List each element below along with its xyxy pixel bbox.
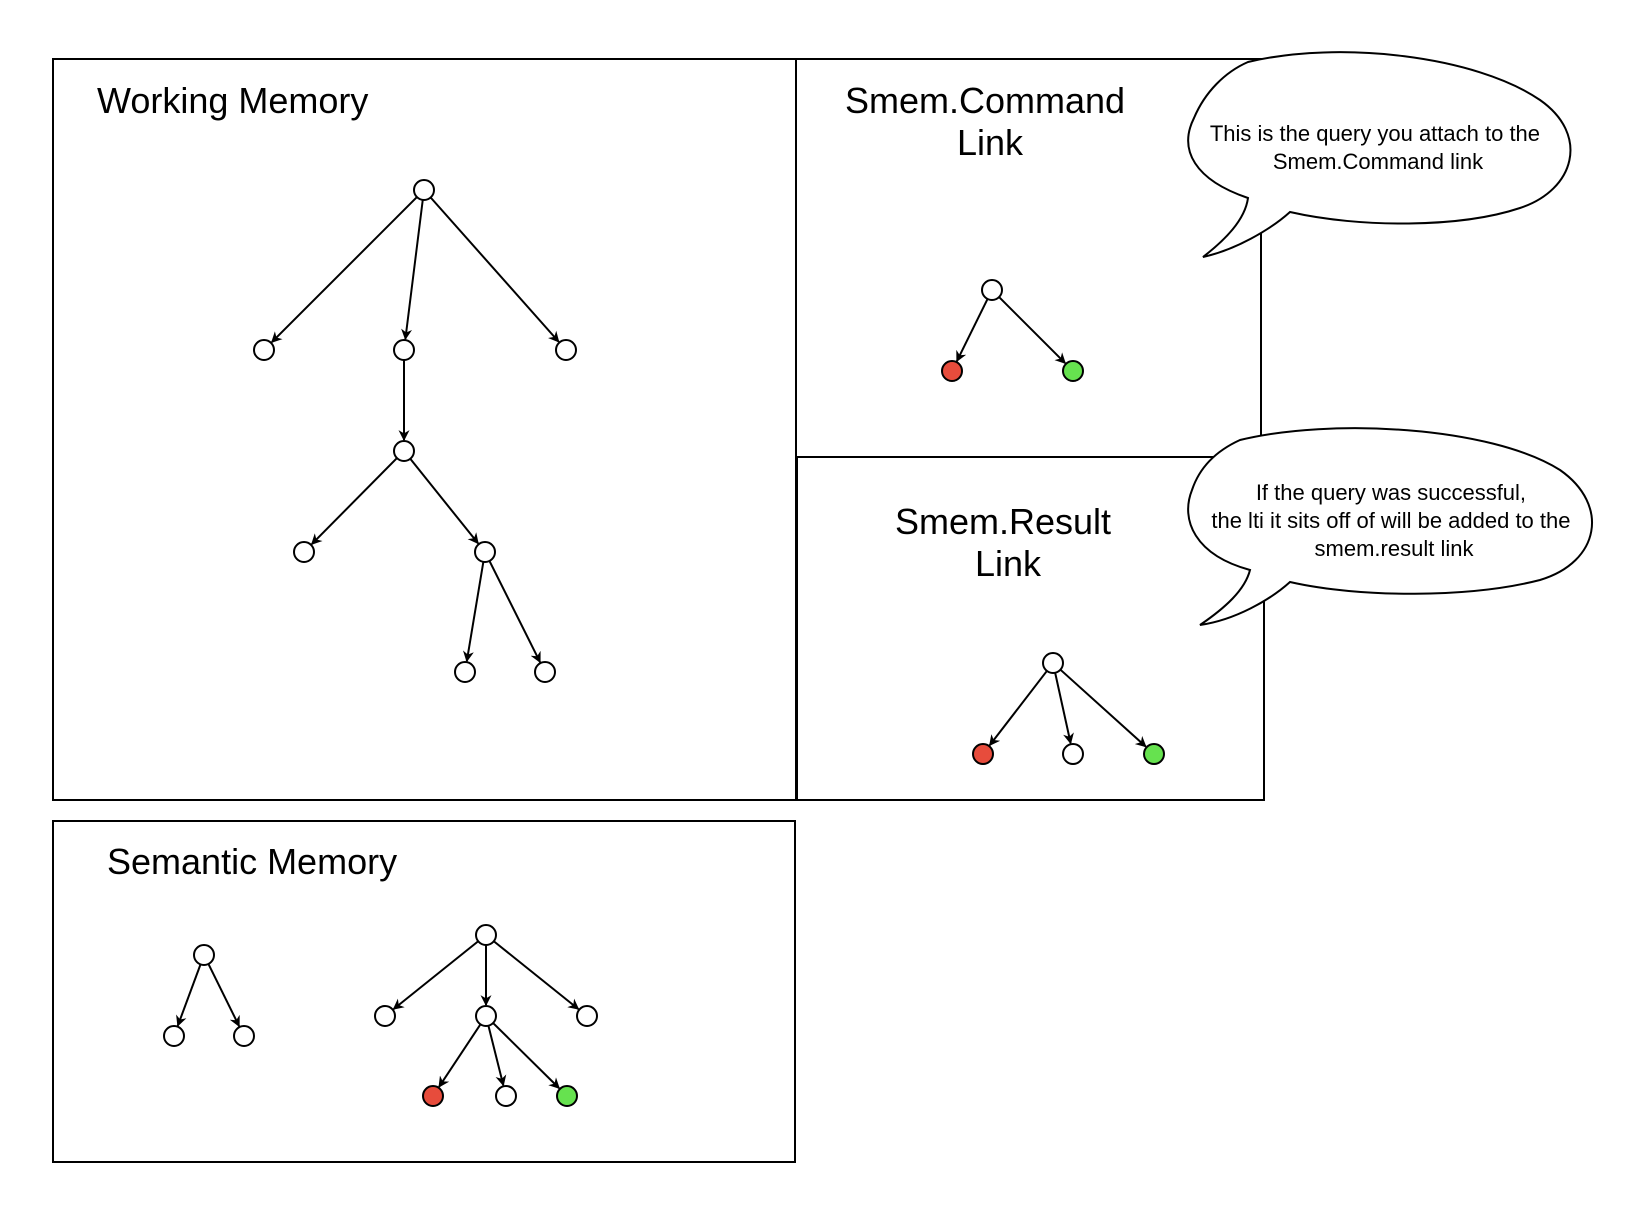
wm-node-c — [393, 339, 415, 361]
res-node-d — [1143, 743, 1165, 765]
sm1-edge-a-b — [176, 964, 202, 1027]
sm2-node-g — [556, 1085, 578, 1107]
result-callout-bubble — [1187, 427, 1594, 626]
wm-edge-a-c — [401, 199, 424, 341]
wm-node-d — [555, 339, 577, 361]
sm2-edge-c-f — [487, 1025, 507, 1087]
wm-node-g — [474, 541, 496, 563]
res-edge-a-b — [988, 670, 1048, 747]
res-node-a — [1042, 652, 1064, 674]
wm-node-h — [454, 661, 476, 683]
wm-edge-a-b — [271, 196, 418, 343]
sm2-edge-c-e — [438, 1023, 482, 1088]
sm1-node-c — [233, 1025, 255, 1047]
wm-edge-g-i — [488, 560, 541, 664]
cmd-edge-a-c — [998, 296, 1066, 364]
command-callout-bubble — [1187, 51, 1572, 258]
wm-node-a — [413, 179, 435, 201]
sm2-edge-a-d — [493, 940, 580, 1010]
sm2-edge-a-b — [392, 940, 479, 1010]
sm2-node-a — [475, 924, 497, 946]
smem-result-title: Smem.Result Link — [895, 501, 1121, 584]
command-callout-text: This is the query you attach to the Smem… — [1210, 121, 1546, 174]
result-callout: If the query was successful, the lti it … — [1187, 427, 1594, 626]
sm2-node-b — [374, 1005, 396, 1027]
sm2-node-c — [475, 1005, 497, 1027]
sm2-node-d — [576, 1005, 598, 1027]
working-memory-panel: Working Memory — [52, 58, 797, 801]
sm1-node-a — [193, 944, 215, 966]
graph-edges — [176, 196, 1147, 1090]
sm2-node-e — [422, 1085, 444, 1107]
semantic-memory-panel: Semantic Memory — [52, 820, 796, 1163]
wm-edge-e-f — [310, 457, 398, 545]
res-edge-a-d — [1059, 668, 1147, 748]
wm-edge-a-d — [429, 196, 560, 343]
wm-edge-g-h — [463, 561, 485, 663]
wm-node-b — [253, 339, 275, 361]
graph-nodes — [163, 179, 1165, 1107]
smem-command-title: Smem.Command Link — [845, 80, 1135, 163]
wm-node-i — [534, 661, 556, 683]
cmd-edge-a-b — [955, 298, 989, 363]
working-memory-title: Working Memory — [97, 80, 368, 121]
smem-command-panel: Smem.Command Link — [795, 58, 1262, 458]
wm-node-f — [293, 541, 315, 563]
smem-result-panel: Smem.Result Link — [796, 456, 1265, 801]
result-callout-text: If the query was successful, the lti it … — [1211, 480, 1576, 561]
command-callout: This is the query you attach to the Smem… — [1187, 51, 1572, 258]
sm1-edge-a-c — [207, 963, 241, 1028]
res-edge-a-c — [1054, 672, 1074, 745]
semantic-memory-title: Semantic Memory — [107, 841, 397, 882]
wm-node-e — [393, 440, 415, 462]
sm2-edge-c-g — [492, 1022, 560, 1090]
sm2-node-f — [495, 1085, 517, 1107]
cmd-node-c — [1062, 360, 1084, 382]
res-node-b — [972, 743, 994, 765]
res-node-c — [1062, 743, 1084, 765]
cmd-node-b — [941, 360, 963, 382]
wm-edge-e-g — [409, 458, 479, 545]
cmd-node-a — [981, 279, 1003, 301]
sm1-node-b — [163, 1025, 185, 1047]
